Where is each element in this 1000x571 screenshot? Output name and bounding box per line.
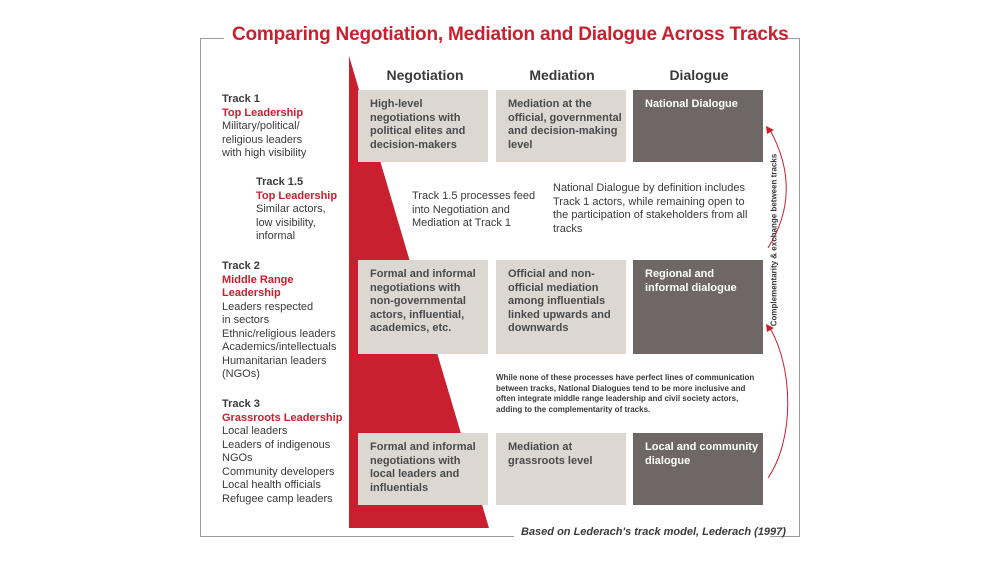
track-name: Top Leadership (256, 189, 338, 202)
track-line: Academics/intellectuals (222, 341, 337, 353)
source-footnote: Based on Lederach's track model, Lederac… (521, 526, 786, 538)
track-number: Track 1.5 (256, 176, 304, 188)
track-1-label: Track 1 Top Leadership Military/politica… (222, 93, 306, 161)
side-label-complementarity: Complementarity & exchange between track… (769, 153, 779, 327)
track-line: Humanitarian leaders (222, 354, 327, 367)
track-line: in sectors (222, 314, 270, 326)
track-line: Leaders respected (222, 300, 314, 313)
track-line: low visibility, (256, 216, 316, 229)
track-line: with high visibility (222, 147, 307, 159)
track-line: Local health officials (222, 479, 321, 491)
frame-left (200, 38, 201, 537)
arrow-lower-head (766, 324, 774, 332)
track-number: Track 3 (222, 398, 260, 410)
frame-right (799, 38, 800, 537)
box-track3-dialogue: Local and community dialogue (633, 433, 763, 505)
track-name: Leadership (222, 287, 281, 299)
track-1-5-label: Track 1.5 Top Leadership Similar actors,… (256, 176, 337, 244)
box-track2-dialogue: Regional and informal dialogue (633, 260, 763, 354)
arrow-upper (767, 129, 787, 249)
track-line: Military/political/ (222, 120, 300, 132)
frame-bottom-left (200, 536, 514, 537)
track-line: Community developers (222, 465, 335, 478)
track-number: Track 1 (222, 93, 260, 105)
track-line: Local leaders (222, 425, 288, 437)
track-name: Top Leadership (222, 106, 304, 119)
frame-bottom-right (770, 536, 800, 537)
track-line: religious leaders (222, 133, 303, 146)
track-line: Ethnic/religious leaders (222, 327, 336, 340)
box-track2-negotiation: Formal and informal negotiations with no… (358, 260, 488, 354)
track-line: Leaders of indigenous (222, 438, 331, 451)
box-track1-dialogue: National Dialogue (633, 90, 763, 162)
frame-top-right (776, 38, 800, 39)
note-national-dialogue: National Dialogue by definition includes… (553, 182, 748, 235)
arrow-lower (767, 327, 789, 479)
arrow-upper-head (766, 126, 774, 134)
box-track1-mediation: Mediation at the official, governmental … (496, 90, 626, 162)
track-line: Similar actors, (256, 203, 326, 215)
track-3-label: Track 3 Grassroots Leadership Local lead… (222, 398, 342, 506)
box-track1-negotiation: High-level negotiations with political e… (358, 90, 488, 162)
note-middle-range: While none of these processes have perfe… (496, 373, 755, 414)
track-name: Middle Range (222, 273, 294, 286)
track-line: Refugee camp leaders (222, 492, 333, 505)
track-line: NGOs (222, 452, 253, 464)
track-line: informal (256, 230, 296, 242)
box-track2-mediation: Official and non-official mediation amon… (496, 260, 626, 354)
box-track3-negotiation: Formal and informal negotiations with lo… (358, 433, 488, 505)
column-heading-negotiation: Negotiation (386, 67, 464, 83)
box-track3-mediation: Mediation at grassroots level (496, 433, 626, 505)
track-number: Track 2 (222, 260, 260, 272)
diagram-title: Comparing Negotiation, Mediation and Dia… (232, 24, 789, 45)
column-heading-mediation: Mediation (529, 67, 595, 83)
track-2-label: Track 2 Middle Range Leadership Leaders … (222, 260, 336, 382)
track-name: Grassroots Leadership (222, 411, 343, 424)
column-heading-dialogue: Dialogue (669, 67, 729, 83)
track-line: (NGOs) (222, 368, 260, 380)
frame-top-left (200, 38, 224, 39)
note-track-1-5: Track 1.5 processes feed into Negotiatio… (412, 190, 536, 229)
